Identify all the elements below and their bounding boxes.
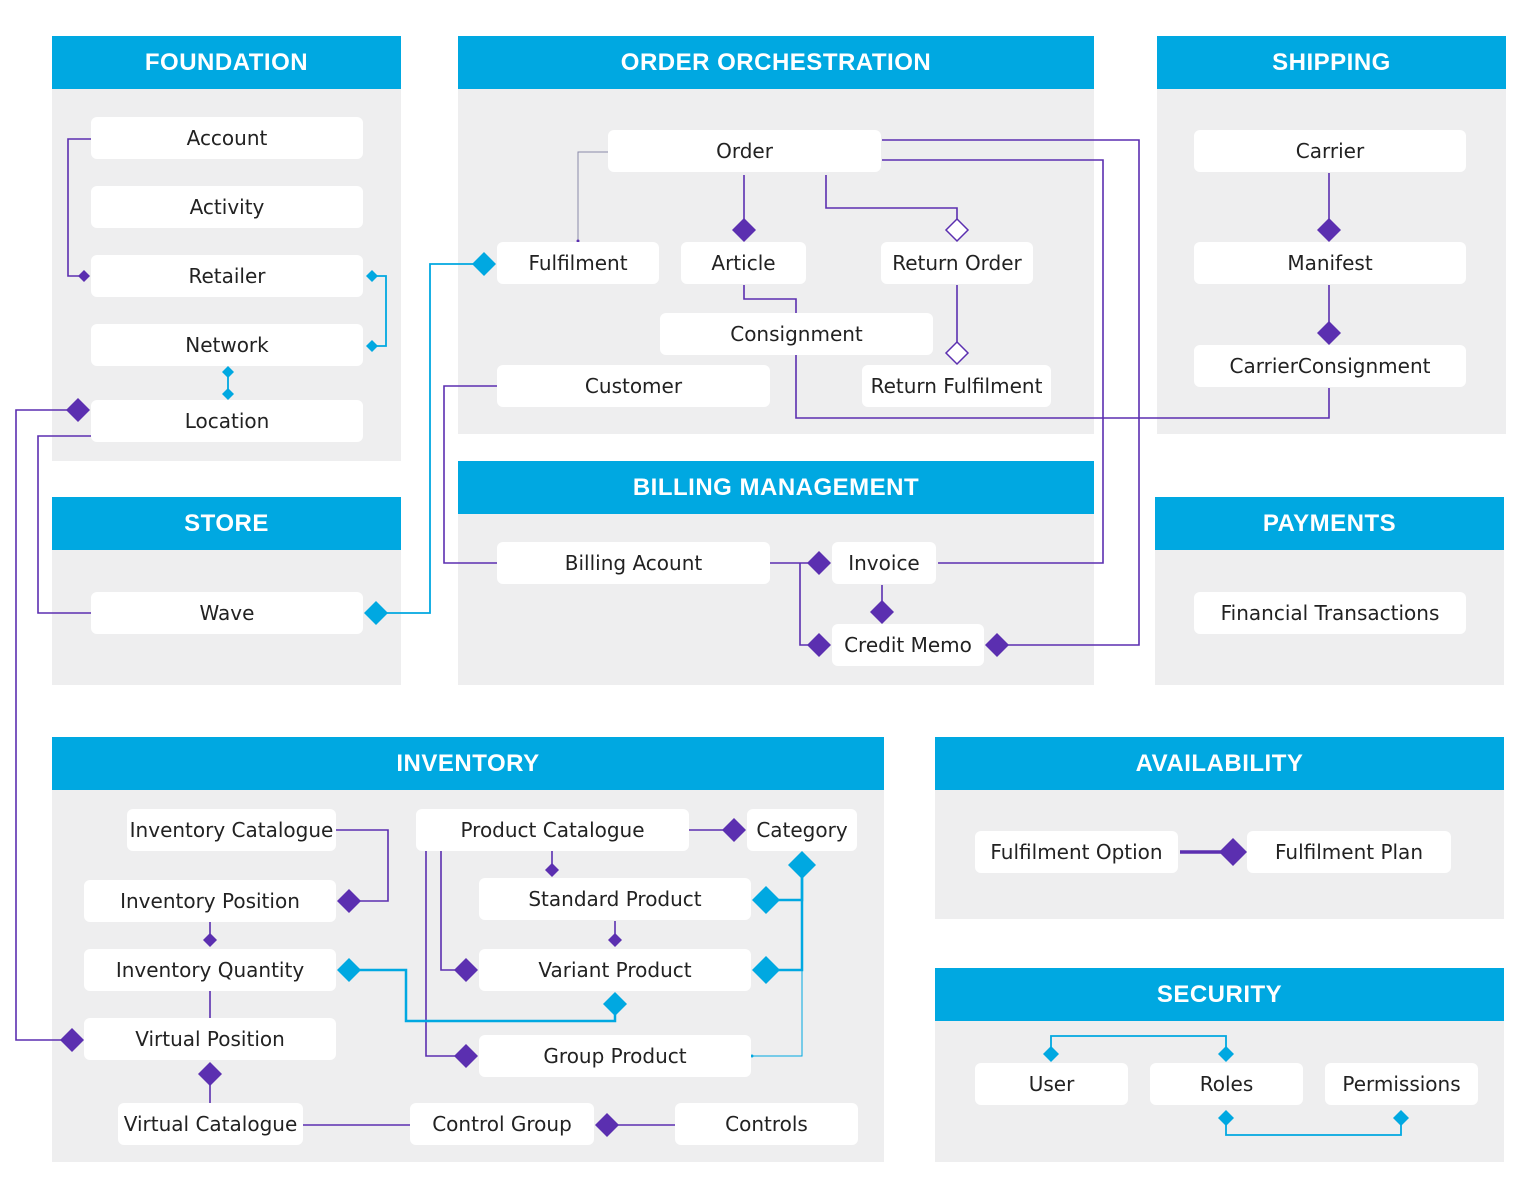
entity-fulfilment-plan[interactable]: Fulfilment Plan [1247,831,1451,873]
entity-carrierconsignment[interactable]: CarrierConsignment [1194,345,1466,387]
entity-order[interactable]: Order [608,130,881,172]
entity-location[interactable]: Location [91,400,363,442]
entity-article[interactable]: Article [681,242,806,284]
entity-return-fulfilment[interactable]: Return Fulfilment [862,365,1051,407]
entity-standard-product[interactable]: Standard Product [479,878,751,920]
entity-retailer[interactable]: Retailer [91,255,363,297]
entity-permissions[interactable]: Permissions [1325,1063,1478,1105]
entity-manifest[interactable]: Manifest [1194,242,1466,284]
entity-fulfilment-option[interactable]: Fulfilment Option [975,831,1178,873]
shipping-header: SHIPPING [1157,36,1506,89]
entity-user[interactable]: User [975,1063,1128,1105]
entity-control-group[interactable]: Control Group [410,1103,594,1145]
foundation-panel [52,36,401,461]
entity-consignment[interactable]: Consignment [660,313,933,355]
billing-management-header: BILLING MANAGEMENT [458,461,1094,514]
security-header: SECURITY [935,968,1504,1021]
entity-group-product[interactable]: Group Product [479,1035,751,1077]
availability-header: AVAILABILITY [935,737,1504,790]
entity-carrier[interactable]: Carrier [1194,130,1466,172]
entity-virtual-position[interactable]: Virtual Position [84,1018,336,1060]
entity-inventory-quantity[interactable]: Inventory Quantity [84,949,336,991]
entity-inventory-catalogue[interactable]: Inventory Catalogue [127,809,336,851]
entity-variant-product[interactable]: Variant Product [479,949,751,991]
entity-virtual-catalogue[interactable]: Virtual Catalogue [118,1103,303,1145]
order-orchestration-header: ORDER ORCHESTRATION [458,36,1094,89]
entity-billing-acount[interactable]: Billing Acount [497,542,770,584]
entity-invoice[interactable]: Invoice [832,542,936,584]
entity-return-order[interactable]: Return Order [881,242,1033,284]
entity-account[interactable]: Account [91,117,363,159]
entity-credit-memo[interactable]: Credit Memo [832,624,984,666]
foundation-header: FOUNDATION [52,36,401,89]
entity-activity[interactable]: Activity [91,186,363,228]
entity-wave[interactable]: Wave [91,592,363,634]
entity-network[interactable]: Network [91,324,363,366]
entity-inventory-position[interactable]: Inventory Position [84,880,336,922]
entity-fulfilment[interactable]: Fulfilment [497,242,659,284]
entity-product-catalogue[interactable]: Product Catalogue [416,809,689,851]
entity-controls[interactable]: Controls [675,1103,858,1145]
entity-customer[interactable]: Customer [497,365,770,407]
entity-category[interactable]: Category [747,809,857,851]
store-header: STORE [52,497,401,550]
entity-financial-transactions[interactable]: Financial Transactions [1194,592,1466,634]
inventory-header: INVENTORY [52,737,884,790]
entity-roles[interactable]: Roles [1150,1063,1303,1105]
payments-header: PAYMENTS [1155,497,1504,550]
